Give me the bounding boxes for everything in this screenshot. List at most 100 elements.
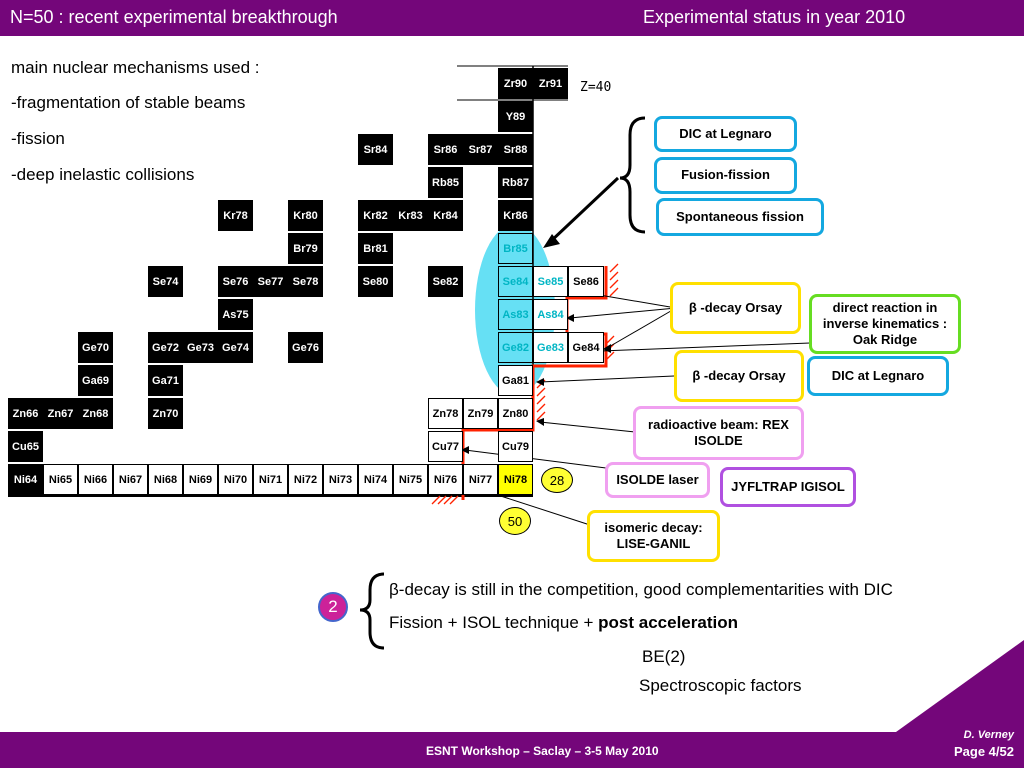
nucleus-ge70: Ge70: [78, 332, 113, 363]
conclusion-line-2: Fission + ISOL technique + post accelera…: [389, 613, 738, 633]
nucleus-zn78: Zn78: [428, 398, 463, 429]
nucleus-kr82: Kr82: [358, 200, 393, 231]
intro-item-fission: -fission: [11, 129, 65, 148]
nucleus-ga81: Ga81: [498, 365, 533, 396]
label-beta-orsay-1: β -decay Orsay: [670, 282, 801, 334]
drip-line: [461, 266, 608, 500]
intro-item-dic: -deep inelastic collisions: [11, 165, 195, 184]
nucleus-ge76: Ge76: [288, 332, 323, 363]
nucleus-as83: As83: [498, 299, 533, 330]
nucleus-br85: Br85: [498, 233, 533, 264]
nucleus-se80: Se80: [358, 266, 393, 297]
label-beta-orsay-2: β -decay Orsay: [674, 350, 804, 402]
nucleus-kr80: Kr80: [288, 200, 323, 231]
nucleus-rb87: Rb87: [498, 167, 533, 198]
nucleus-sr86: Sr86: [428, 134, 463, 165]
intro-item-fragmentation: -fragmentation of stable beams: [11, 93, 246, 112]
nucleus-ni65: Ni65: [43, 464, 78, 495]
label-isolde-laser: ISOLDE laser: [605, 462, 710, 498]
nucleus-ni67: Ni67: [113, 464, 148, 495]
label-dic-legnaro-2: DIC at Legnaro: [807, 356, 949, 396]
nucleus-kr83: Kr83: [393, 200, 428, 231]
footer-wedge: [896, 640, 1024, 732]
nucleus-zn79: Zn79: [463, 398, 498, 429]
nucleus-ge82: Ge82: [498, 332, 533, 363]
nucleus-se85: Se85: [533, 266, 568, 297]
fission-arrow: [548, 176, 620, 244]
nucleus-ni66: Ni66: [78, 464, 113, 495]
nucleus-ni76: Ni76: [428, 464, 463, 495]
nucleus-ni72: Ni72: [288, 464, 323, 495]
label-jyfltrap: JYFLTRAP IGISOL: [720, 467, 856, 507]
nucleus-zn80: Zn80: [498, 398, 533, 429]
nucleus-ge84: Ge84: [568, 332, 604, 363]
numbered-badge: 2: [318, 592, 348, 622]
conclusion-line-2-bold: post acceleration: [598, 613, 738, 632]
nucleus-se86: Se86: [568, 266, 604, 297]
nucleus-ni64: Ni64: [8, 464, 43, 495]
page-number: Page 4/52: [954, 744, 1014, 759]
nucleus-sr88: Sr88: [498, 134, 533, 165]
nucleus-ge72: Ge72: [148, 332, 183, 363]
nucleus-cu77: Cu77: [428, 431, 463, 462]
nucleus-ga69: Ga69: [78, 365, 113, 396]
header-bar: N=50 : recent experimental breakthrough …: [0, 0, 1024, 36]
nucleus-se84: Se84: [498, 266, 533, 297]
nucleus-se77: Se77: [253, 266, 288, 297]
hatch-marks: [431, 263, 619, 505]
label-fusion-fission: Fusion-fission: [654, 157, 797, 194]
nucleus-ni74: Ni74: [358, 464, 393, 495]
nucleus-br79: Br79: [288, 233, 323, 264]
nucleus-se82: Se82: [428, 266, 463, 297]
nucleus-ge83: Ge83: [533, 332, 568, 363]
nucleus-zn67: Zn67: [43, 398, 78, 429]
nucleus-ge73: Ge73: [183, 332, 218, 363]
nucleus-cu65: Cu65: [8, 431, 43, 462]
nucleus-zr90: Zr90: [498, 68, 533, 99]
nucleus-br81: Br81: [358, 233, 393, 264]
nucleus-ni77: Ni77: [463, 464, 498, 495]
nucleus-sr87: Sr87: [463, 134, 498, 165]
nucleus-zr91: Zr91: [533, 68, 568, 99]
conclusion-line-2-prefix: Fission + ISOL technique +: [389, 613, 599, 632]
nucleus-as84: As84: [533, 299, 568, 330]
nucleus-kr78: Kr78: [218, 200, 253, 231]
label-rex-isolde: radioactive beam: REX ISOLDE: [633, 406, 804, 460]
nucleus-kr84: Kr84: [428, 200, 463, 231]
nucleus-ni70: Ni70: [218, 464, 253, 495]
nucleus-zn68: Zn68: [78, 398, 113, 429]
footer-bar: ESNT Workshop – Saclay – 3-5 May 2010: [0, 732, 1024, 768]
label-dic-legnaro: DIC at Legnaro: [654, 116, 797, 152]
workshop-text: ESNT Workshop – Saclay – 3-5 May 2010: [426, 744, 659, 758]
label-spontaneous-fission: Spontaneous fission: [656, 198, 824, 236]
brace-right: [619, 116, 646, 234]
author: D. Verney: [963, 729, 1014, 741]
nucleus-cu79: Cu79: [498, 431, 533, 462]
nucleus-ni73: Ni73: [323, 464, 358, 495]
nucleus-zn70: Zn70: [148, 398, 183, 429]
z40-label: Z=40: [580, 80, 612, 95]
slide-subtitle: Experimental status in year 2010: [643, 7, 906, 27]
nucleus-sr84: Sr84: [358, 134, 393, 165]
magic-50-circle: 50: [499, 507, 531, 535]
nucleus-kr86: Kr86: [498, 200, 533, 231]
conclusion-line-3: BE(2): [642, 647, 686, 666]
nucleus-se78: Se78: [288, 266, 323, 297]
conclusion-line-4: Spectroscopic factors: [639, 676, 802, 695]
nucleus-ni71: Ni71: [253, 464, 288, 495]
nucleus-ni78: Ni78: [498, 464, 533, 495]
label-isomeric-decay: isomeric decay: LISE-GANIL: [587, 510, 720, 562]
nucleus-ni68: Ni68: [148, 464, 183, 495]
nucleus-ge74: Ge74: [218, 332, 253, 363]
nucleus-ga71: Ga71: [148, 365, 183, 396]
nucleus-y89: Y89: [498, 101, 533, 132]
nucleus-as75: As75: [218, 299, 253, 330]
intro-heading: main nuclear mechanisms used :: [11, 58, 260, 77]
magic-28-circle: 28: [541, 467, 573, 493]
nucleus-se74: Se74: [148, 266, 183, 297]
nucleus-zn66: Zn66: [8, 398, 43, 429]
brace-conclusion: [359, 572, 385, 650]
nucleus-ni75: Ni75: [393, 464, 428, 495]
conclusion-line-1: β-decay is still in the competition, goo…: [389, 580, 893, 599]
label-direct-reaction: direct reaction in inverse kinematics : …: [809, 294, 961, 354]
